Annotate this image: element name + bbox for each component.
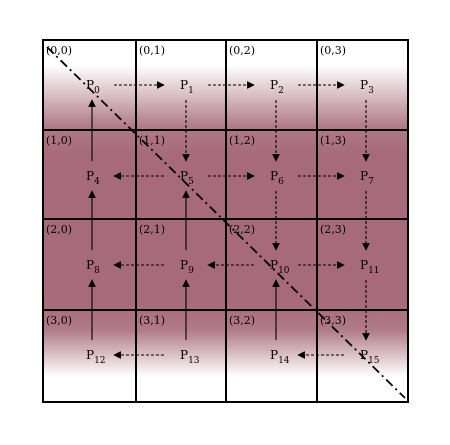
cell-coordinate-label: (0,3) [320,44,346,57]
processor-letter: P [270,169,278,183]
cell-coordinate-label: (3,2) [229,314,255,327]
processor-index: 15 [368,356,380,366]
cell-labels: (0,0)P0(0,1)P1(0,2)P2(0,3)P3(1,0)P4(1,1)… [46,44,380,366]
cell-coordinate-label: (2,3) [320,223,346,236]
processor-label: P11 [360,258,380,276]
processor-letter: P [270,78,278,92]
grid-lines [42,39,409,403]
cell-coordinate-label: (3,0) [46,314,72,327]
processor-letter: P [86,78,94,92]
cell-coordinate-label: (0,0) [46,44,72,57]
processor-label: P7 [360,169,374,187]
processor-label: P1 [180,78,194,96]
cell-coordinate-label: (0,1) [139,44,165,57]
diagonal-line [46,46,406,399]
processor-label: P15 [360,348,380,366]
processor-letter: P [180,348,188,362]
processor-index: 5 [188,177,194,187]
processor-label: P13 [180,348,200,366]
processor-letter: P [270,348,278,362]
processor-label: P10 [270,258,290,276]
processor-label: P5 [180,169,194,187]
processor-letter: P [86,348,94,362]
processor-index: 7 [368,177,374,187]
processor-index: 6 [278,177,284,187]
processor-index: 13 [188,356,200,366]
processor-letter: P [180,78,188,92]
processor-index: 3 [368,86,374,96]
processor-letter: P [180,258,188,272]
processor-label: P14 [270,348,290,366]
processor-index: 10 [278,266,290,276]
processor-index: 2 [278,86,284,96]
cell-coordinate-label: (3,3) [320,314,346,327]
processor-label: P12 [86,348,106,366]
processor-letter: P [180,169,188,183]
processor-index: 8 [94,266,100,276]
cell-coordinate-label: (2,2) [229,223,255,236]
processor-letter: P [360,169,368,183]
processor-label: P0 [86,78,100,96]
processor-index: 4 [94,177,100,187]
cell-coordinate-label: (1,0) [46,134,72,147]
processor-label: P4 [86,169,100,187]
processor-letter: P [360,258,368,272]
processor-index: 9 [188,266,194,276]
processor-letter: P [360,348,368,362]
processor-label: P9 [180,258,194,276]
processor-index: 14 [278,356,290,366]
cell-coordinate-label: (2,1) [139,223,165,236]
processor-index: 12 [94,356,105,366]
cell-coordinate-label: (1,3) [320,134,346,147]
cell-coordinate-label: (1,2) [229,134,255,147]
processor-label: P6 [270,169,284,187]
processor-label: P3 [360,78,374,96]
processor-letter: P [86,258,94,272]
processor-index: 0 [94,86,100,96]
processor-label: P2 [270,78,284,96]
cell-coordinate-label: (2,0) [46,223,72,236]
processor-index: 11 [368,266,379,276]
processor-label: P8 [86,258,100,276]
processor-letter: P [86,169,94,183]
cell-coordinate-label: (0,2) [229,44,255,57]
cell-coordinate-label: (3,1) [139,314,165,327]
processor-index: 1 [188,86,194,96]
processor-letter: P [270,258,278,272]
processor-letter: P [360,78,368,92]
